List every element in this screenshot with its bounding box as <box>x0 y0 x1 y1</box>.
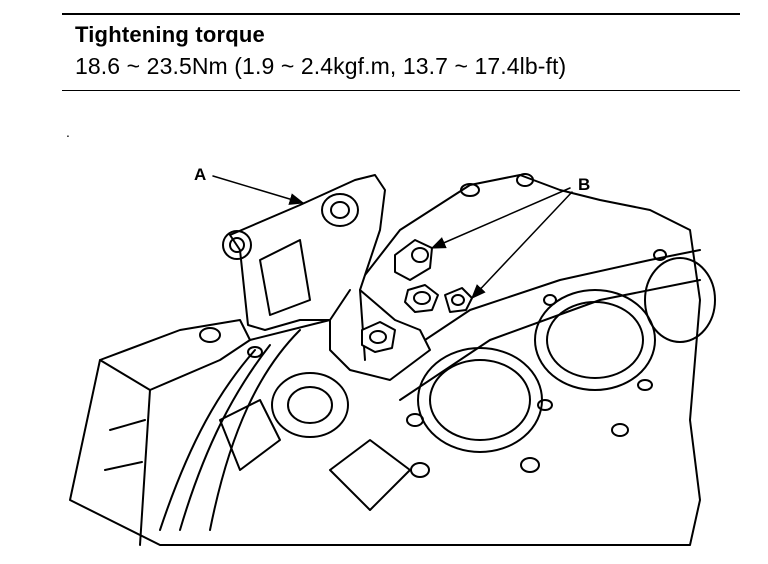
cylinder-bore-1 <box>417 347 543 453</box>
spec-top-rule <box>62 13 740 15</box>
harness-tube <box>159 349 256 531</box>
callout-b-leader-1 <box>430 187 571 249</box>
bracket-bolt-1 <box>394 239 433 281</box>
bracket-bolt-3 <box>444 287 473 313</box>
spec-heading: Tightening torque <box>75 22 265 47</box>
engine-block-outline <box>69 174 701 546</box>
side-bore <box>271 372 349 438</box>
stray-dot: . <box>66 124 70 140</box>
cylinder-bore-2 <box>534 289 656 391</box>
bracket-bolt-4 <box>361 321 396 353</box>
callout-b-label: B <box>578 175 590 194</box>
callout-b-leader-2 <box>470 191 573 300</box>
torque-spec-value: 18.6 ~ 23.5Nm (1.9 ~ 2.4kgf.m, 13.7 ~ 17… <box>75 53 567 79</box>
cylinder-bore-3 <box>644 257 716 343</box>
callout-a-leader <box>212 175 305 205</box>
spec-bottom-rule <box>62 90 740 91</box>
callout-a-label: A <box>194 165 206 184</box>
bracket-bolt-2 <box>404 284 439 313</box>
